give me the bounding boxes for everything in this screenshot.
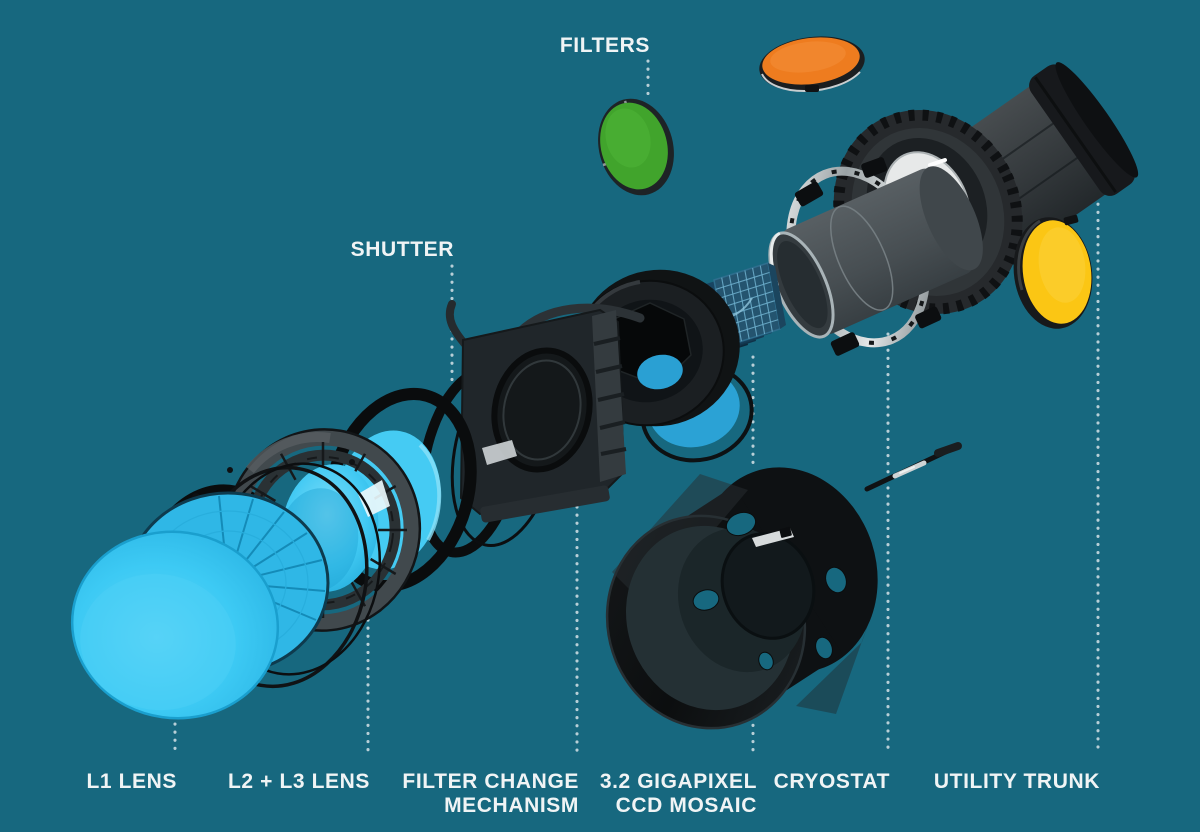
label-filter-change-line2: MECHANISM: [444, 794, 579, 817]
l2-glint: [358, 480, 390, 517]
label-ccd-line2: CCD MOSAIC: [616, 794, 757, 817]
label-filters: FILTERS: [560, 34, 650, 57]
housing-holes: [692, 511, 847, 671]
green-filter: [598, 98, 674, 196]
wand-tool-graphic: [864, 442, 962, 492]
label-ccd-line1: 3.2 GIGAPIXEL: [600, 770, 757, 793]
cryostat-housing-graphic: [605, 467, 878, 730]
label-l1-lens: L1 LENS: [86, 770, 177, 793]
label-cryostat: CRYOSTAT: [774, 770, 890, 793]
mechanism-glint: [482, 440, 517, 465]
l1-lens-graphic: [70, 491, 330, 720]
lens-cluster-graphic: [70, 387, 477, 720]
label-shutter: SHUTTER: [351, 238, 454, 261]
filter-change-mechanism-graphic: [417, 300, 645, 558]
yellow-filter: [1013, 214, 1093, 329]
filters-graphic: [598, 36, 1093, 329]
labels: FILTERS SHUTTER L1 LENS L2 + L3 LENS FIL…: [86, 34, 1100, 817]
label-filter-change-line1: FILTER CHANGE: [402, 770, 579, 793]
label-utility-trunk: UTILITY TRUNK: [934, 770, 1100, 793]
orange-filter: [759, 36, 865, 93]
label-l2-l3-lens: L2 + L3 LENS: [228, 770, 370, 793]
